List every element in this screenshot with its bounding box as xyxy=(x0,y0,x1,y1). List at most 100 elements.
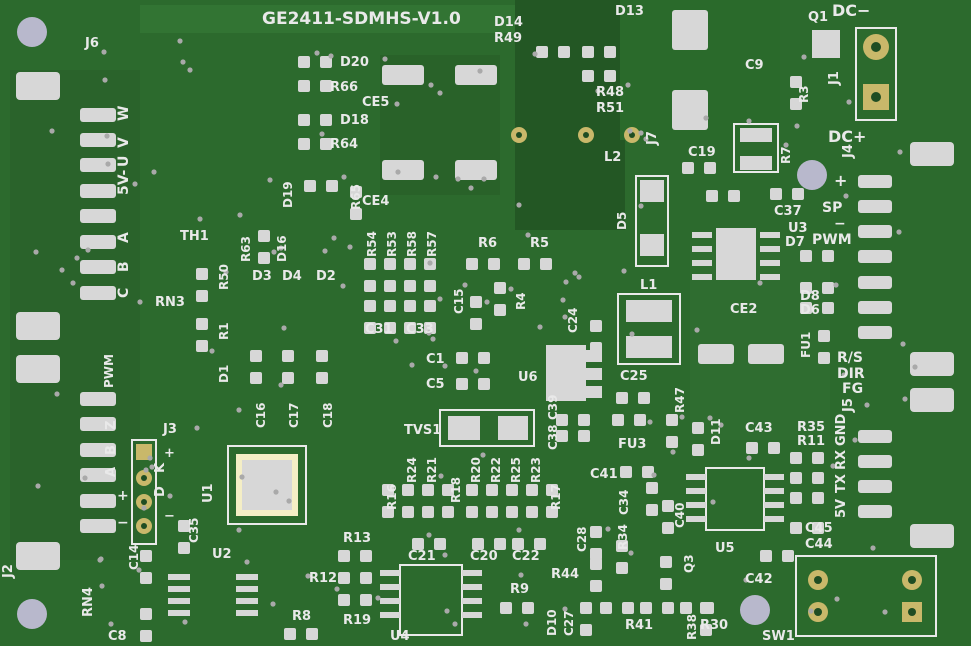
smd-pad xyxy=(640,602,652,614)
smd-pad xyxy=(424,322,436,334)
silk-label-q1: Q1 xyxy=(808,10,828,25)
silk-label-r23: R23 xyxy=(529,457,543,483)
silk-label-sp: SP xyxy=(822,200,842,216)
smd-pad xyxy=(196,268,208,280)
silk-label-c43: C43 xyxy=(745,421,773,436)
via xyxy=(595,88,601,94)
via xyxy=(393,338,399,344)
via xyxy=(477,68,483,74)
smd-pad xyxy=(326,180,338,192)
via xyxy=(197,216,203,222)
smd-pad xyxy=(472,538,484,550)
via xyxy=(846,99,852,105)
smd-pad xyxy=(660,556,672,568)
silk-label-r25: R25 xyxy=(509,457,523,483)
smd-pad xyxy=(782,550,794,562)
via xyxy=(679,414,685,420)
smd-pad xyxy=(590,342,602,354)
via xyxy=(442,363,448,369)
silk-label-c33: C33 xyxy=(406,322,434,337)
silk-label-fu3: FU3 xyxy=(618,437,646,452)
smd-pad xyxy=(140,608,152,620)
silk-label-ce4: CE4 xyxy=(362,194,389,209)
smd-pad xyxy=(616,540,628,552)
smd-pad xyxy=(250,350,262,362)
silk-label-d2: D2 xyxy=(316,269,336,284)
smd-pad xyxy=(466,506,478,518)
smd-pad xyxy=(662,522,674,534)
smd-pad xyxy=(338,550,350,562)
smd-pad xyxy=(360,594,372,606)
via xyxy=(897,149,903,155)
via xyxy=(830,463,836,469)
u3-ic xyxy=(692,228,780,280)
silk-label-c25: C25 xyxy=(620,369,648,384)
silk-label-d4: D4 xyxy=(282,269,302,284)
smd-pad xyxy=(556,414,568,426)
via xyxy=(33,249,39,255)
silk-label-d11: D11 xyxy=(709,418,723,445)
via xyxy=(147,455,153,461)
silk-label-pin-w: W xyxy=(116,106,132,121)
via xyxy=(101,49,107,55)
smd-pad xyxy=(792,188,804,200)
via xyxy=(244,559,250,565)
silk-label-c31: C31 xyxy=(365,322,393,337)
silk-label-r30: R30 xyxy=(700,618,728,633)
smd-pad xyxy=(364,280,376,292)
smd-pad xyxy=(140,550,152,562)
via xyxy=(180,59,186,65)
silk-label-u6: U6 xyxy=(518,370,538,385)
sw1-switch xyxy=(795,555,937,637)
smd-pad xyxy=(282,372,294,384)
via xyxy=(834,596,840,602)
via xyxy=(322,248,328,254)
via xyxy=(438,473,444,479)
silk-label-d-label: D xyxy=(153,486,168,497)
via xyxy=(843,193,849,199)
via xyxy=(409,362,415,368)
smd-pad xyxy=(590,526,602,538)
via xyxy=(281,325,287,331)
via xyxy=(516,202,522,208)
silk-label-r20: R20 xyxy=(469,457,483,483)
smd-pad xyxy=(350,186,362,198)
smd-pad xyxy=(818,352,830,364)
smd-pad xyxy=(284,628,296,640)
smd-pad xyxy=(790,98,802,110)
silk-label-dc-minus: DC− xyxy=(832,1,870,20)
via xyxy=(783,142,789,148)
via xyxy=(375,595,381,601)
silk-label-minus-j3: − xyxy=(164,509,175,524)
via xyxy=(896,229,902,235)
smd-pad xyxy=(536,46,548,58)
via xyxy=(319,131,325,137)
silk-labels: J6J2J3J1J4J5J7WVU5V-ABCPWMZBA+−KD+−TH1RN… xyxy=(1,1,870,644)
smd-pad xyxy=(704,162,716,174)
silk-label-r54: R54 xyxy=(365,231,379,257)
silk-label-c21: C21 xyxy=(408,549,436,564)
via xyxy=(647,419,653,425)
smd-pad xyxy=(680,602,692,614)
silk-label-c18: C18 xyxy=(321,402,335,428)
smd-pad xyxy=(692,444,704,456)
silk-label-c41: C41 xyxy=(590,467,618,482)
via xyxy=(194,425,200,431)
smd-pad xyxy=(404,280,416,292)
smd-pad xyxy=(666,436,678,448)
silk-label-r7: R7 xyxy=(779,146,793,164)
via xyxy=(638,203,644,209)
smd-pad xyxy=(364,258,376,270)
smd-pad xyxy=(818,330,830,342)
hole-bottom-mid xyxy=(740,595,770,625)
smd-pad xyxy=(790,452,802,464)
silk-label-r17: R17 xyxy=(549,484,563,510)
silk-label-c40: C40 xyxy=(673,502,687,528)
smd-pad xyxy=(590,558,602,570)
smd-pad xyxy=(660,578,672,590)
via xyxy=(794,123,800,129)
via xyxy=(605,526,611,532)
smd-pad xyxy=(760,550,772,562)
via xyxy=(841,372,847,378)
smd-pad xyxy=(728,190,740,202)
